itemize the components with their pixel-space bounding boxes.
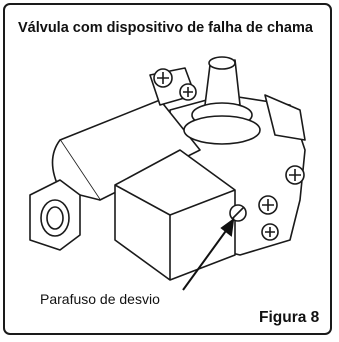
callout-arrow — [182, 217, 235, 291]
bypass-screw-label: Parafuso de desvio — [40, 291, 160, 307]
thermocouple-box — [114, 149, 236, 281]
figure-number: Figura 8 — [259, 309, 320, 326]
figure-title: Válvula com dispositivo de falha de cham… — [18, 20, 313, 36]
